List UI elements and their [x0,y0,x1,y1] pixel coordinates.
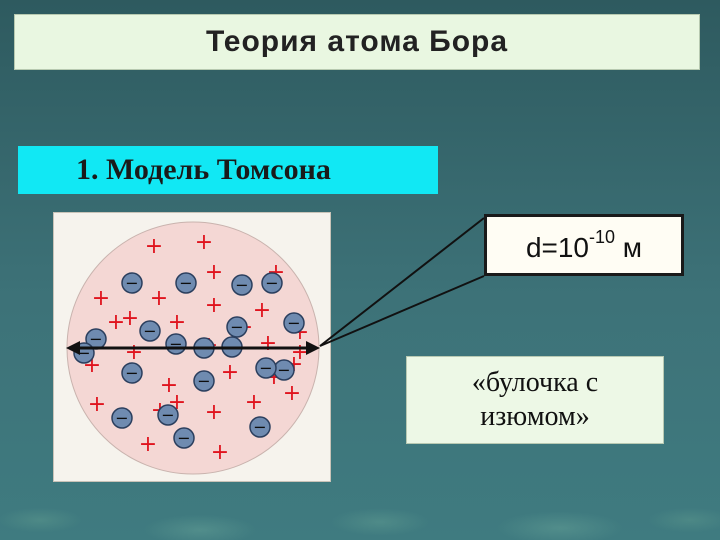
diameter-arrow-right [306,341,320,355]
electron [173,427,195,449]
electron-minus-sign: − [125,274,138,293]
plus-charge: + [150,286,168,311]
electron-minus-sign: − [197,372,210,391]
electron [121,362,143,384]
electron-minus-sign: − [161,406,174,425]
diameter-value: d=10-10 м [526,227,642,264]
title-banner: Теория атома Бора [14,14,700,70]
plus-charge: + [205,293,223,318]
plus-charge: + [88,392,106,417]
diameter-exponent: -10 [589,226,616,247]
electron-minus-sign: − [177,429,190,448]
plus-charge: + [205,260,223,285]
electron [249,416,271,438]
plus-charge: + [283,381,301,406]
electron-minus-sign: − [169,335,182,354]
electron-minus-sign: − [265,274,278,293]
diameter-value-box: d=10-10 м [484,214,684,276]
subtitle-banner: 1. Модель Томсона [18,146,438,194]
electron [139,320,161,342]
electron-minus-sign: − [143,322,156,341]
electron-minus-sign: − [179,274,192,293]
electron [261,272,283,294]
plus-charge: + [125,340,143,365]
plus-charge: + [139,432,157,457]
electron [193,370,215,392]
plus-charge: + [259,331,277,356]
electron [255,357,277,379]
electron [157,404,179,426]
plus-charge: + [291,340,309,365]
plus-charge: + [168,310,186,335]
electron-minus-sign: − [230,318,243,337]
thomson-atom-diagram: ++++++++++++++++++++++++++++++−−−−−−−−−−… [66,221,320,475]
electron [231,274,253,296]
electron [226,316,248,338]
nickname-line-1: «булочка с [471,367,599,398]
pointer-line-lower [319,275,485,347]
electron-minus-sign: − [89,330,102,349]
diameter-unit: м [615,231,643,263]
electron-minus-sign: − [115,409,128,428]
electron-minus-sign: − [235,276,248,295]
plus-charge: + [107,310,125,335]
electron-minus-sign: − [125,364,138,383]
page-title: Теория атома Бора [205,25,509,58]
plus-charge: + [121,306,139,331]
plus-charge: + [92,286,110,311]
diameter-arrow-left [66,341,80,355]
plus-charge: + [195,230,213,255]
plus-charge: + [221,360,239,385]
electron-minus-sign: − [259,359,272,378]
thomson-model-panel: ++++++++++++++++++++++++++++++−−−−−−−−−−… [53,212,331,482]
plus-charge: + [160,373,178,398]
diameter-base: d=10 [525,231,590,263]
electron [175,272,197,294]
electron [111,407,133,429]
plus-charge: + [205,400,223,425]
section-heading: 1. Модель Томсона [76,153,331,186]
pointer-line-upper [319,217,485,347]
electron [283,312,305,334]
electron-minus-sign: − [287,314,300,333]
plus-charge: + [253,298,271,323]
electron-minus-sign: − [277,361,290,380]
electron [121,272,143,294]
plus-charge: + [245,390,263,415]
electron-minus-sign: − [253,418,266,437]
nickname-line-2: изюмом» [480,401,590,432]
plus-charge: + [211,440,229,465]
plus-charge: + [145,234,163,259]
